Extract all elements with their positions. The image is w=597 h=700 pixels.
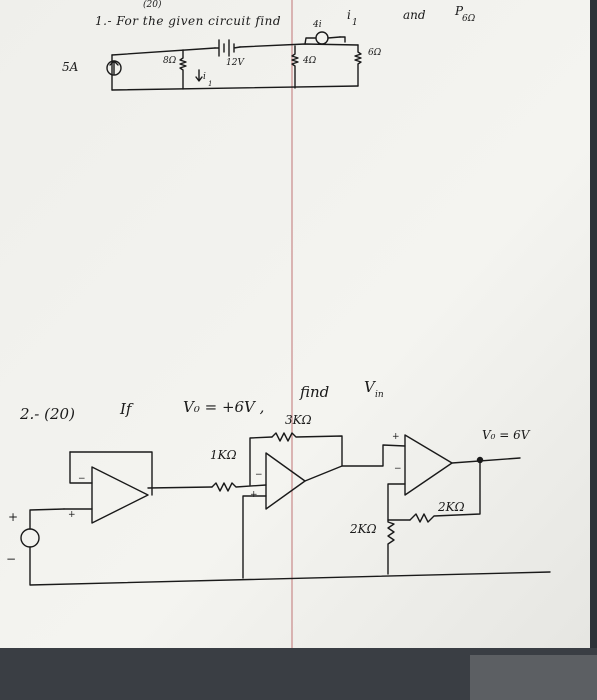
p1-source-current-label: 5A [62,60,79,74]
p2-opamp1-plus: + [68,510,76,520]
p1-points: (20) [143,0,162,10]
p2-vin-sub: in [375,390,384,400]
p1-var-p: P [455,4,464,18]
p1-var-i1: i [347,8,351,22]
p1-sub-1: 1 [352,18,358,28]
p2-r-3k-label: 3KΩ [285,413,312,427]
p1-current-i1: i [203,72,206,82]
p2-source-minus: − [6,552,17,566]
circuit-1 [106,31,362,91]
p2-opamp2-plus: + [250,490,258,500]
desk-object [470,655,597,700]
p2-r-1k-label: 1KΩ [210,448,237,462]
p2-r-2k-feedback-label: 2KΩ [438,500,465,514]
paper-sheet [0,0,590,648]
p2-vin: V [364,378,375,396]
circuit-2 [20,432,551,586]
p2-opamp3-minus: − [394,464,402,474]
p2-vo-output-label: V₀ = 6V [482,428,530,442]
p2-r-2k-ground-label: 2KΩ [350,522,377,536]
p2-source-plus: + [8,510,19,524]
p1-and: and [403,8,426,22]
p1-statement: 1.- For the given circuit find [95,14,282,28]
p2-opamp3-plus: + [392,432,400,442]
p1-battery-label: 12V [226,58,244,68]
p1-dependent-source-label: 4i [313,20,322,30]
p2-if: If [120,400,132,418]
p1-resistor-6-label: 6Ω [368,48,382,58]
p1-sub-6ohm: 6Ω [462,14,476,24]
p1-current-i1-sub: 1 [208,80,213,88]
p2-find: find [300,383,330,401]
p1-resistor-4-label: 4Ω [303,56,317,66]
p2-opamp2-minus: − [255,470,263,480]
p2-vo-condition: V₀ = +6V , [183,398,265,416]
p2-label: 2.- (20) [20,405,75,423]
p2-opamp1-minus: − [78,474,86,484]
p1-resistor-8-label: 8Ω [163,56,177,66]
